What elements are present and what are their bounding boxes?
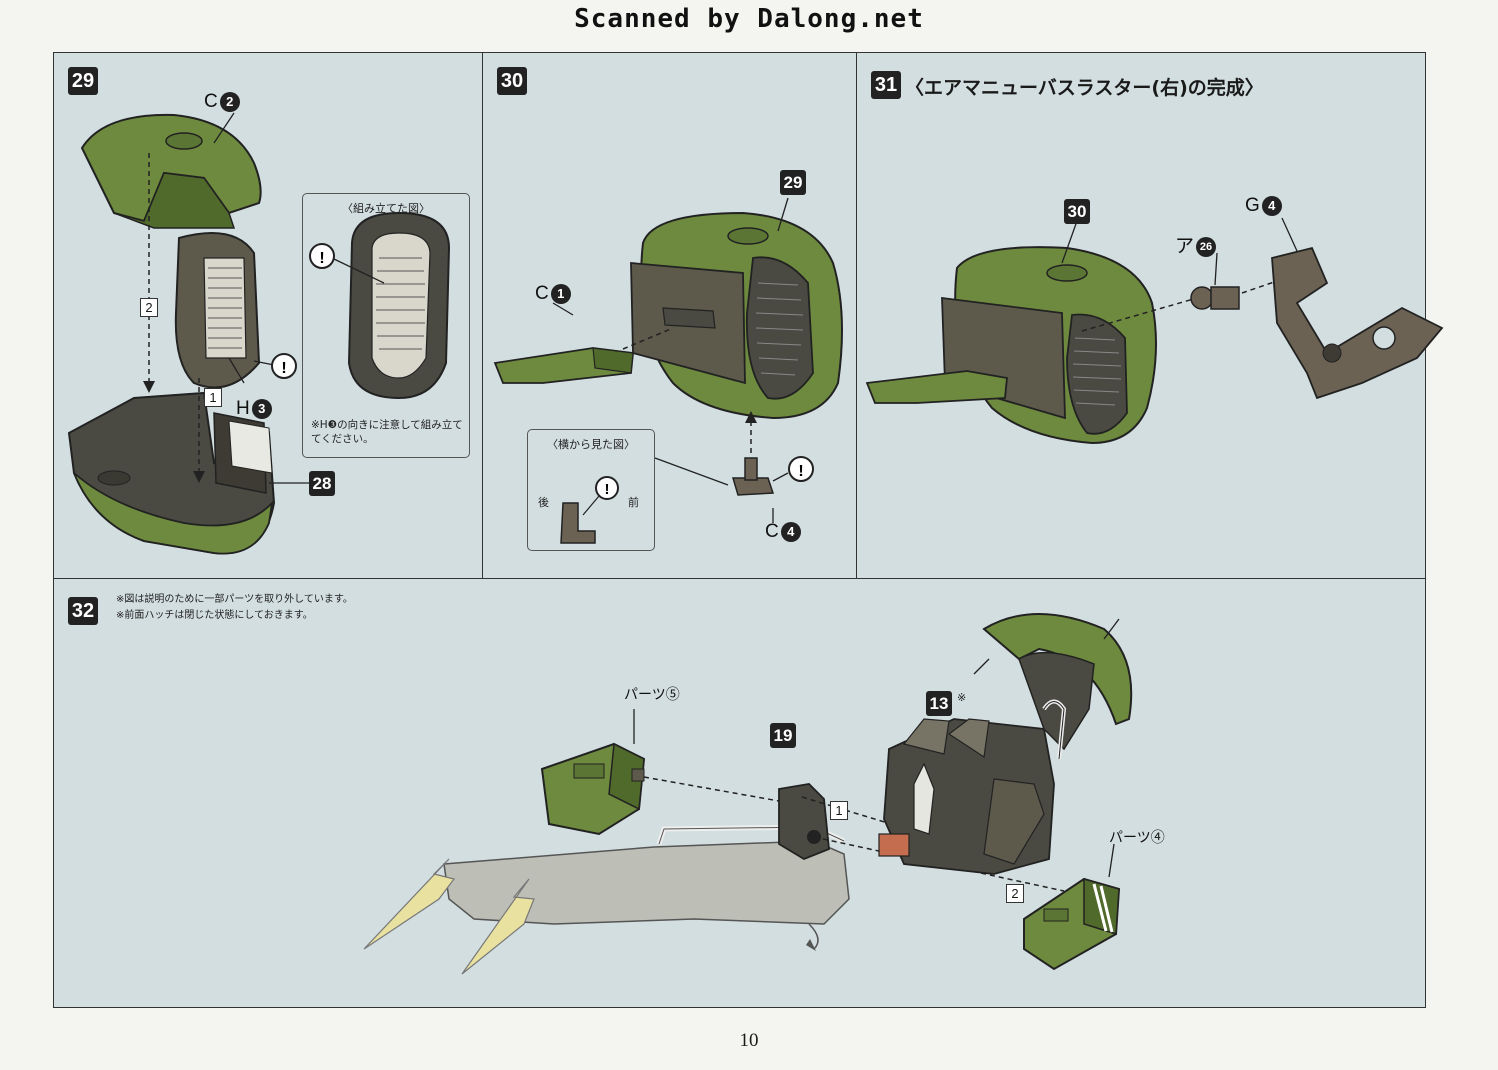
label-back: 後 — [538, 496, 549, 509]
order-box-1: 1 — [830, 801, 848, 820]
inset-title: 〈横から見た図〉 — [547, 438, 635, 451]
callout-step-30: 30 — [1064, 199, 1090, 224]
step-32-illustration — [363, 613, 1133, 975]
parts-4-label: パーツ④ — [1109, 829, 1165, 845]
svg-text:!: ! — [605, 481, 610, 498]
step-29-number: 29 — [68, 67, 98, 95]
step-31-illustration — [865, 217, 1444, 445]
step-30-number: 30 — [497, 67, 527, 95]
svg-text:!: ! — [798, 463, 803, 480]
part-letter: H — [236, 398, 250, 419]
step-32-note-1: ※図は説明のために一部パーツを取り外しています。 — [116, 594, 353, 605]
assembled-view-inset: 〈組み立てた図〉 ※H❸の向きに注意して組み立ててください。 — [302, 193, 470, 458]
part-number-badge: 4 — [780, 521, 801, 542]
part-letter: ア — [1175, 236, 1195, 257]
callout-step-19: 19 — [770, 723, 796, 748]
part-letter: C — [535, 283, 549, 304]
step-29-illustration: ! ! — [67, 112, 451, 555]
part-letter: G — [1245, 195, 1260, 216]
part-number-badge: 26 — [1196, 236, 1217, 257]
part-number-badge: 1 — [550, 283, 571, 304]
orientation-note: ※H❸の向きに注意して組み立ててください。 — [311, 419, 463, 445]
callout-step-29: 29 — [780, 170, 806, 195]
callout-step-28: 28 — [309, 471, 335, 496]
step-32-panel: 32 ※図は説明のために一部パーツを取り外しています。 ※前面ハッチは閉じた状態… — [53, 578, 1426, 1008]
step-32-note-2: ※前面ハッチは閉じた状態にしておきます。 — [116, 610, 313, 621]
part-letter: C — [204, 91, 218, 112]
step-32-number: 32 — [68, 597, 98, 625]
inset-title: 〈組み立てた図〉 — [342, 202, 430, 215]
part-letter: C — [765, 521, 779, 542]
svg-text:!: ! — [281, 360, 286, 377]
callout-13-asterisk: ※ — [957, 691, 967, 704]
page-number: 10 — [739, 1030, 759, 1051]
order-box-2: 2 — [140, 298, 158, 317]
order-box-2: 2 — [1006, 884, 1024, 903]
parts-5-label: パーツ⑤ — [624, 686, 680, 702]
step-31-title: 〈エアマニューバスラスター(右)の完成〉 — [905, 77, 1264, 99]
part-number-badge: 3 — [251, 398, 272, 419]
part-number-badge: 4 — [1261, 195, 1282, 216]
part-number-badge: 2 — [219, 91, 240, 112]
step-30-illustration: ! ! — [493, 197, 843, 544]
svg-text:!: ! — [319, 250, 324, 267]
watermark: Scanned by Dalong.net — [574, 4, 924, 34]
step-31-number: 31 — [871, 71, 901, 99]
order-box-1: 1 — [204, 388, 222, 407]
callout-step-13: 13 — [926, 691, 952, 716]
label-front: 前 — [628, 496, 639, 509]
side-view-inset: 〈横から見た図〉 後 前 — [527, 429, 655, 551]
